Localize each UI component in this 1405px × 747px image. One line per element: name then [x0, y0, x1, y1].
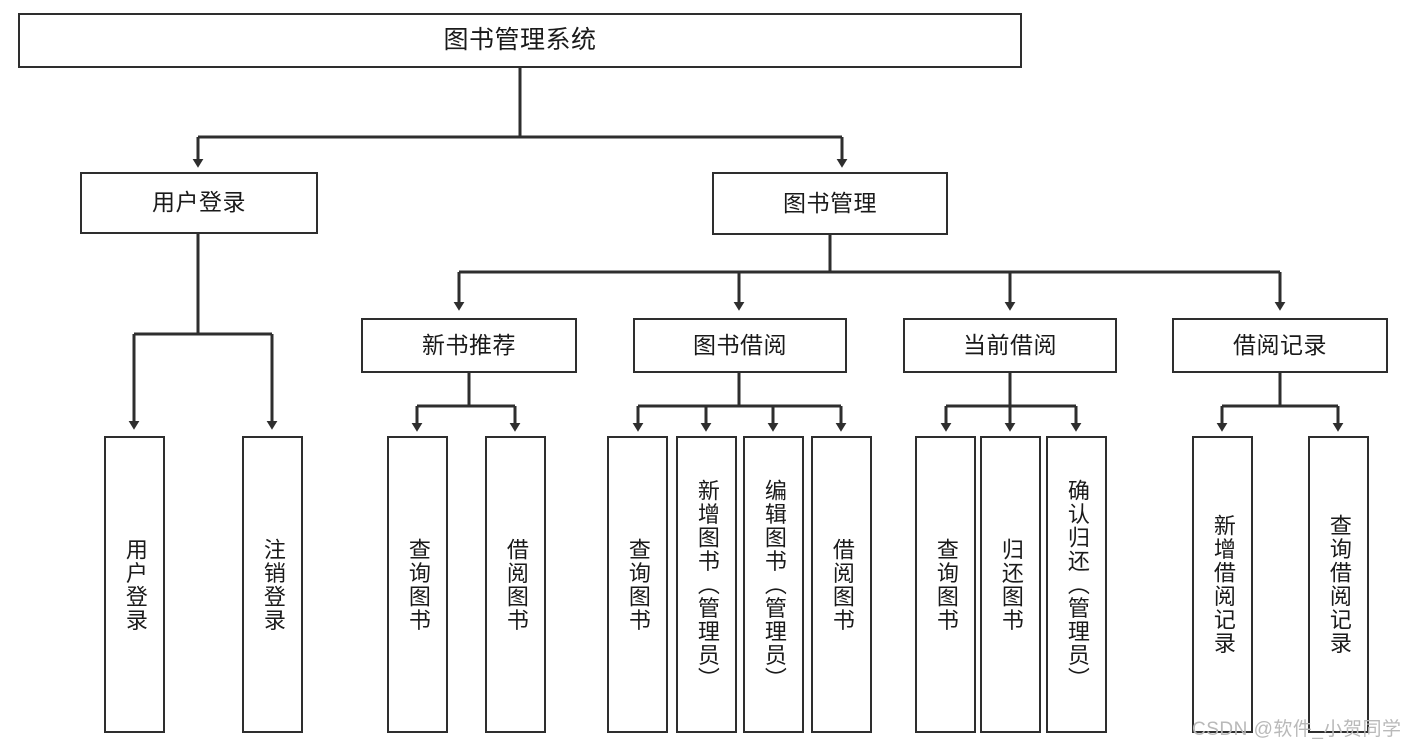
- leaf-user-login-login[interactable]: 用户登录: [104, 436, 165, 733]
- leaf-records-query-record[interactable]: 查询借阅记录: [1308, 436, 1369, 733]
- node-user-login[interactable]: 用户登录: [80, 172, 318, 234]
- leaf-borrow-add-book-admin[interactable]: 新增图书（管理员）: [676, 436, 737, 733]
- leaf-records-add-record[interactable]: 新增借阅记录: [1192, 436, 1253, 733]
- csdn-watermark: CSDN @软件_小贺同学: [1192, 719, 1402, 740]
- leaf-current-query-book[interactable]: 查询图书: [915, 436, 976, 733]
- leaf-user-login-logout[interactable]: 注销登录: [242, 436, 303, 733]
- leaf-borrow-edit-book-admin[interactable]: 编辑图书（管理员）: [743, 436, 804, 733]
- node-borrow-records[interactable]: 借阅记录: [1172, 318, 1388, 373]
- leaf-new-book-query-book[interactable]: 查询图书: [387, 436, 448, 733]
- leaf-borrow-query-book[interactable]: 查询图书: [607, 436, 668, 733]
- leaf-current-return-book[interactable]: 归还图书: [980, 436, 1041, 733]
- leaf-new-book-borrow-book[interactable]: 借阅图书: [485, 436, 546, 733]
- leaf-borrow-borrow-book[interactable]: 借阅图书: [811, 436, 872, 733]
- node-current-borrow[interactable]: 当前借阅: [903, 318, 1117, 373]
- node-root-system[interactable]: 图书管理系统: [18, 13, 1022, 68]
- node-book-management[interactable]: 图书管理: [712, 172, 948, 235]
- node-new-book-recommend[interactable]: 新书推荐: [361, 318, 577, 373]
- node-book-borrow[interactable]: 图书借阅: [633, 318, 847, 373]
- leaf-current-confirm-return-admin[interactable]: 确认归还（管理员）: [1046, 436, 1107, 733]
